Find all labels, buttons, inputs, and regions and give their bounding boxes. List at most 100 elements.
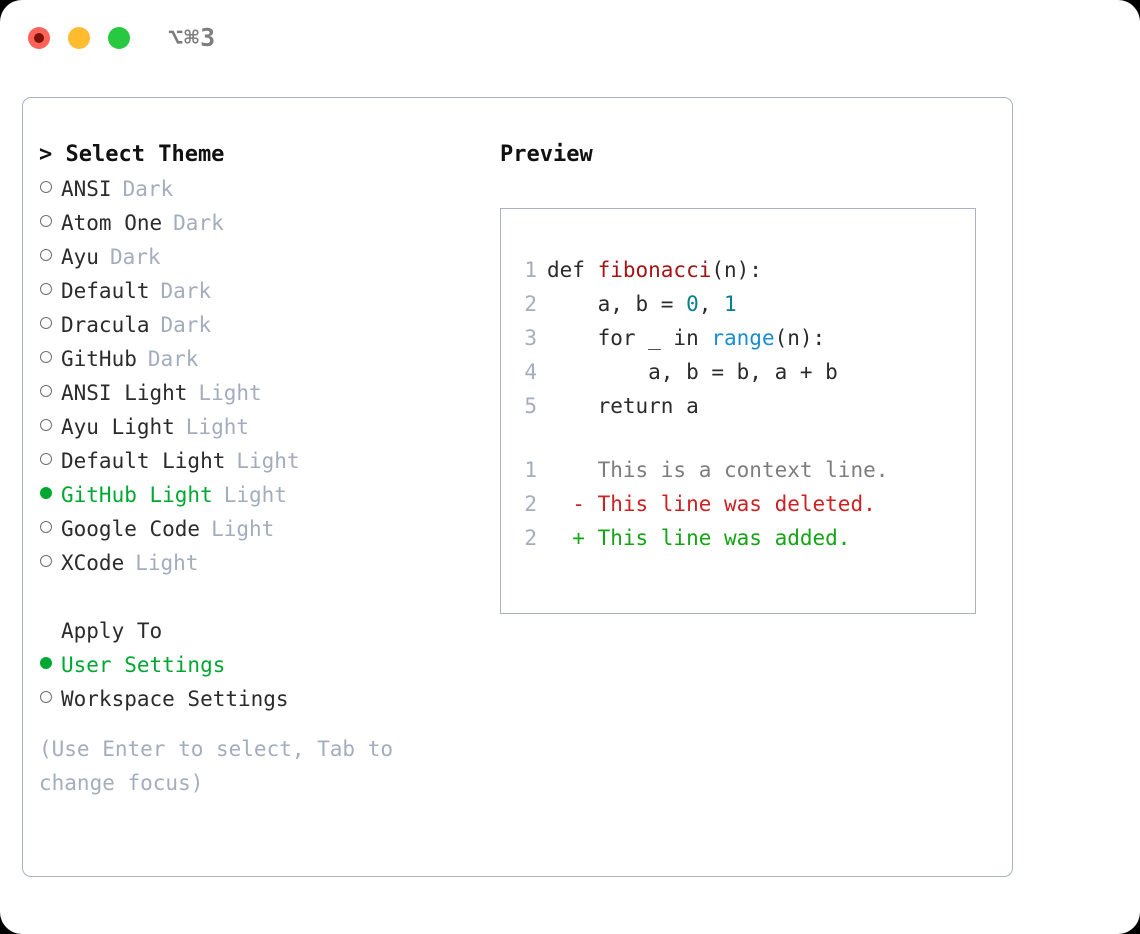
select-theme-header: > Select Theme [39,142,225,167]
diff-sample: 1 This is a context line.2 - This line w… [501,453,975,555]
code-token-plain: (n): [711,258,762,282]
diff-line-number: 2 [524,526,537,550]
theme-item-badge: Light [236,449,300,473]
code-line: 3 for _ in range(n): [501,321,975,355]
diff-line-ctx: 1 This is a context line. [501,453,975,487]
theme-item-badge: Light [211,517,275,541]
code-token-plain: for _ in [597,326,712,350]
code-token-fn: fibonacci [597,258,712,282]
theme-item-11[interactable]: XCode Light [39,546,479,580]
apply-to-item-label: Workspace Settings [61,687,289,711]
code-line-content: a, b = b, a + b [547,355,838,389]
theme-item-10[interactable]: Google Code Light [39,512,479,546]
code-token-plain: return a [597,394,699,418]
theme-item-badge: Dark [173,211,224,235]
code-indent [547,326,598,350]
apply-to-item-label: User Settings [61,653,226,677]
maximize-window-button[interactable] [108,27,130,49]
theme-item-label: Default Light [61,449,226,473]
diff-line-del: 2 - This line was deleted. [501,487,975,521]
code-token-plain: def [547,258,598,282]
code-line-content: for _ in range(n): [547,321,826,355]
theme-item-badge: Light [223,483,287,507]
theme-item-badge: Dark [122,177,174,201]
diff-marker [547,453,598,487]
theme-item-label: GitHub Light [61,483,213,507]
code-line-content: return a [547,389,699,423]
theme-item-5[interactable]: GitHub Dark [39,342,479,376]
theme-item-badge: Dark [160,279,212,303]
theme-item-1[interactable]: Atom One Dark [39,206,479,240]
preview-title: Preview [500,142,593,167]
theme-item-4[interactable]: Dracula Dark [39,308,479,342]
code-line-number: 5 [524,394,537,418]
theme-item-badge: Light [198,381,262,405]
code-token-builtin: range [711,326,775,350]
diff-line-number: 2 [524,492,537,516]
diff-text: This is a context line. [597,458,889,482]
code-token-plain: (n): [774,326,826,350]
code-line: 1 def fibonacci(n): [501,253,975,287]
keyboard-hint: (Use Enter to select, Tab to change focu… [39,737,394,795]
apply-to-header-row: Apply To [39,614,479,648]
theme-item-badge: Light [135,551,199,575]
theme-item-6[interactable]: ANSI Light Light [39,376,479,410]
code-token-num: 1 [724,292,737,316]
theme-item-9[interactable]: GitHub Light Light [39,478,479,512]
code-indent [547,360,648,384]
theme-item-label: Google Code [61,517,201,541]
theme-item-label: GitHub [61,347,137,371]
minimize-window-button[interactable] [68,27,90,49]
code-indent [547,394,598,418]
theme-item-8[interactable]: Default Light Light [39,444,479,478]
code-line-number: 4 [524,360,537,384]
theme-item-badge: Light [185,415,250,439]
window-shortcut-label: ⌥⌘3 [168,23,217,52]
code-line-number: 2 [524,292,537,316]
code-line-number: 3 [524,326,537,350]
code-line-content: a, b = 0, 1 [547,287,737,321]
apply-to-header-label: Apply To [61,619,163,643]
theme-item-label: Ayu Light [61,415,175,439]
diff-line-add: 2 + This line was added. [501,521,975,555]
theme-item-2[interactable]: Ayu Dark [39,240,479,274]
code-diff-separator [501,423,975,453]
title-bar: ⌥⌘3 [0,0,1140,80]
theme-item-badge: Dark [160,313,212,337]
diff-line-number: 1 [524,458,537,482]
theme-item-label: Default [61,279,150,303]
close-window-button[interactable] [28,27,50,49]
theme-item-7[interactable]: Ayu Light Light [39,410,479,444]
theme-item-label: ANSI [61,177,112,201]
diff-marker: + [547,526,598,550]
apply-to-item-1[interactable]: Workspace Settings [39,682,479,716]
theme-item-3[interactable]: Default Dark [39,274,479,308]
theme-item-label: Ayu [61,245,99,269]
code-line: 2 a, b = 0, 1 [501,287,975,321]
theme-item-0[interactable]: ANSI Dark [39,172,479,206]
theme-item-label: Atom One [61,211,163,235]
code-token-plain: , [698,292,725,316]
theme-item-badge: Dark [109,245,161,269]
code-token-plain: a, b = [597,292,687,316]
theme-item-label: Dracula [61,313,150,337]
theme-item-label: XCode [61,551,125,575]
theme-item-label: ANSI Light [61,381,188,405]
code-line: 5 return a [501,389,975,423]
code-token-num: 0 [686,292,699,316]
code-indent [547,292,598,316]
theme-item-badge: Dark [147,347,199,371]
code-line-number: 1 [524,258,537,282]
list-spacer [39,580,479,614]
code-line: 4 a, b = b, a + b [501,355,975,389]
diff-marker: - [547,492,598,516]
apply-to-item-0[interactable]: User Settings [39,648,479,682]
